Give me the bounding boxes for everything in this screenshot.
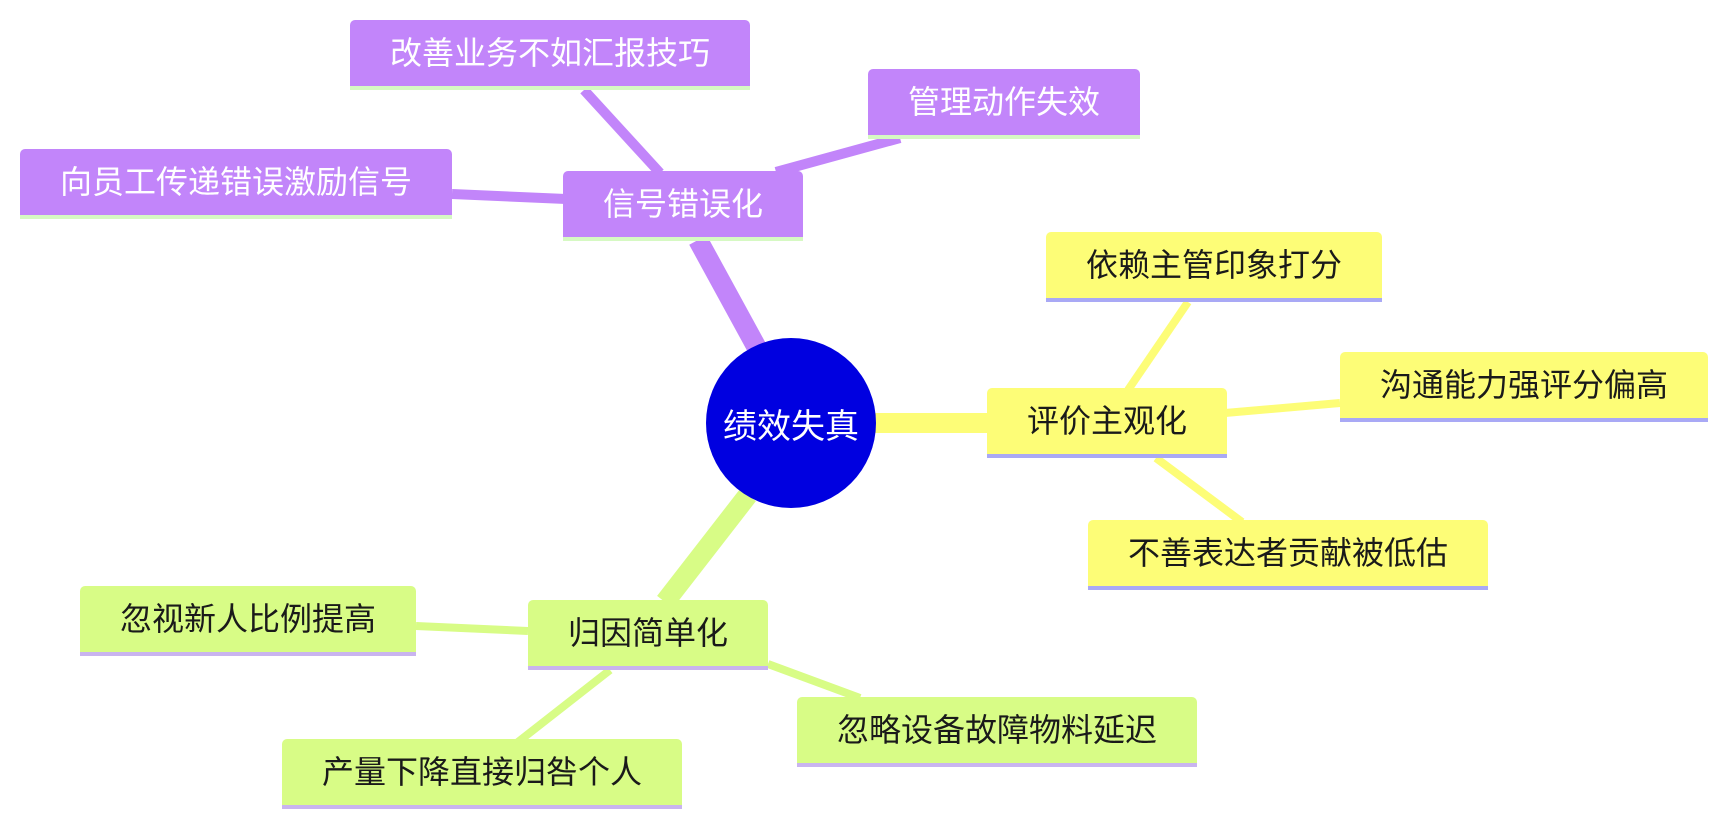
attribution-child-2[interactable]: 忽略设备故障物料延迟 [797,697,1197,767]
root-label: 绩效失真 [723,406,859,447]
signal-child-1[interactable]: 改善业务不如汇报技巧 [350,20,750,90]
edge-root-attribution [657,488,756,609]
subjective-child-3[interactable]: 不善表达者贡献被低估 [1088,520,1488,590]
edge-attribution-child-3 [515,666,613,746]
attribution-child-3[interactable]: 产量下降直接归咎个人 [282,739,682,809]
branch-subjective[interactable]: 评价主观化 [987,388,1227,458]
edge-attribution-child-1 [415,622,529,635]
edge-subjective-child-3 [1153,454,1245,526]
attribution-child-1[interactable]: 忽视新人比例提高 [80,586,416,656]
subjective-child-2[interactable]: 沟通能力强评分偏高 [1340,352,1708,422]
attribution-child-3-label: 产量下降直接归咎个人 [321,753,642,791]
root-node[interactable]: 绩效失真 [706,338,876,508]
branch-signal[interactable]: 信号错误化 [563,171,803,241]
edge-signal-child-2 [774,133,902,177]
subjective-child-2-label: 沟通能力强评分偏高 [1379,366,1668,404]
signal-child-3-label: 向员工传递错误激励信号 [59,163,412,201]
edge-subjective-child-1 [1124,299,1192,393]
edge-signal-child-1 [580,86,664,177]
branch-signal-label: 信号错误化 [602,185,763,223]
signal-child-2-label: 管理动作失效 [907,83,1100,121]
attribution-child-1-label: 忽视新人比例提高 [119,600,376,638]
subjective-child-3-label: 不善表达者贡献被低估 [1127,534,1448,572]
branch-attribution[interactable]: 归因简单化 [528,600,768,670]
signal-child-3[interactable]: 向员工传递错误激励信号 [20,149,452,219]
branch-subjective-label: 评价主观化 [1026,402,1187,440]
subjective-child-1[interactable]: 依赖主管印象打分 [1046,232,1382,302]
signal-child-2[interactable]: 管理动作失效 [868,69,1140,139]
edge-subjective-child-2 [1224,399,1341,417]
branch-attribution-label: 归因简单化 [567,614,728,652]
edge-attribution-child-2 [766,660,862,702]
attribution-child-2-label: 忽略设备故障物料延迟 [836,711,1157,749]
subjective-child-1-label: 依赖主管印象打分 [1085,246,1342,284]
signal-child-1-label: 改善业务不如汇报技巧 [389,34,710,72]
edge-signal-child-3 [451,189,567,204]
edge-root-signal [689,235,766,353]
